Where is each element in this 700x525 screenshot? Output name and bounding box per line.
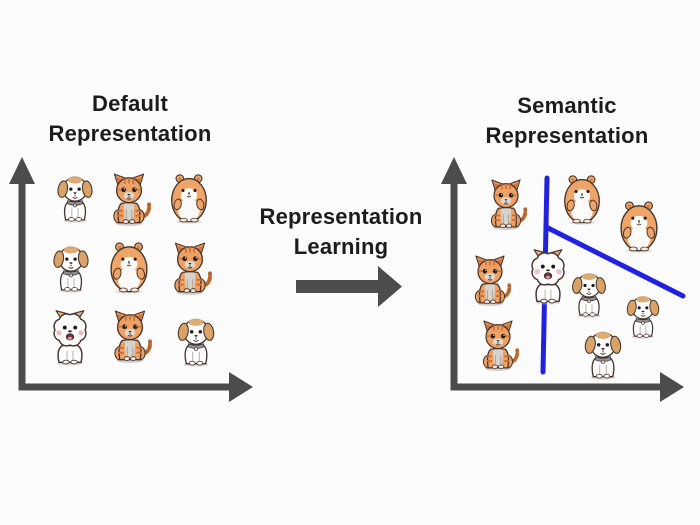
right-y-axis-arrowhead [441,157,467,184]
puppy-icon [176,318,216,368]
right-panel-title-line1: Semantic [517,93,617,118]
left-axes [9,157,253,402]
cat-icon [111,173,151,227]
semantic-representation-items [473,175,661,381]
right-x-axis-arrowhead [660,372,684,402]
cat-icon [112,310,152,364]
right-panel-title-line2: Representation [485,123,649,148]
left-panel-title-line1: Default [92,91,168,116]
left-x-axis-arrowhead [229,372,253,402]
puppy-icon [52,246,90,294]
cat-icon [172,242,212,296]
left-panel-title: Default Representation [20,89,240,149]
cat-icon [473,255,512,307]
default-representation-items [52,173,216,368]
representation-learning-arrow [296,266,402,307]
hamster-icon [564,175,600,226]
cat-icon [489,179,528,231]
left-y-axis-arrowhead [9,157,35,184]
puppy-icon [56,176,94,224]
puppy-icon [625,295,661,340]
puppy-icon [570,272,608,319]
hamster-icon [110,242,148,295]
puppy-icon [583,331,623,381]
left-panel-title-line2: Representation [48,121,212,146]
fluffy-dog-icon [531,249,565,306]
fluffy-dog-icon [53,310,87,367]
representation-learning-label-line1: Representation [259,204,423,229]
hamster-icon [620,201,658,254]
cat-icon [481,320,520,372]
representation-learning-label: Representation Learning [241,202,441,262]
right-panel-title: Semantic Representation [457,91,677,151]
decision-boundary-line [543,224,686,299]
hamster-icon [171,174,207,225]
right-axes [441,157,684,402]
representation-learning-label-line2: Learning [293,234,389,259]
